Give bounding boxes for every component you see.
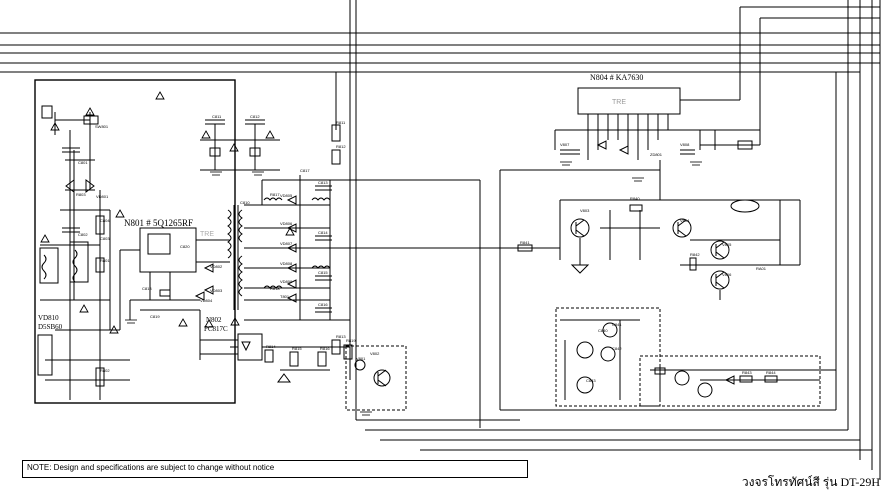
component-ref-label: R801 (100, 258, 110, 263)
component-ref-label: V806 (722, 272, 732, 277)
component-ref-label: R816 (320, 346, 330, 351)
component-ref-label: VD801 (96, 194, 109, 199)
component-ref-label: C816 (318, 302, 328, 307)
component-ref-label: R841 (520, 240, 530, 245)
component-ref-label: VD808 (280, 261, 293, 266)
component-ref-label: VD802 (210, 264, 223, 269)
bridge-part-label: D5SB60 (38, 323, 63, 331)
component-ref-label: SW801 (95, 124, 109, 129)
component-ref-label: R840 (630, 196, 640, 201)
component-ref-label: R812 (336, 144, 346, 149)
component-ref-label: C842 (612, 346, 622, 351)
component-ref-label: R814 (266, 344, 276, 349)
component-ref-label: R802 (100, 368, 110, 373)
component-ref-label: C812 (250, 114, 260, 119)
component-ref-label: VD806 (280, 221, 293, 226)
optocoupler-part-label: PC817C (204, 325, 228, 333)
component-ref-label: R819 (346, 338, 356, 343)
component-ref-label: C843 (586, 378, 596, 383)
component-ref-label: C813 (318, 180, 328, 185)
component-ref-label: R813 (336, 334, 346, 339)
component-ref-label: VD809 (280, 279, 293, 284)
component-ref-label: RA01 (756, 266, 767, 271)
component-ref-label: V802 (370, 351, 380, 356)
component-ref-label: V801 (356, 356, 366, 361)
component-ref-label: VD803 (210, 288, 223, 293)
ic-watermark: TRE (612, 99, 626, 106)
component-ref-label: R844 (766, 370, 776, 375)
component-ref-label: C819 (150, 314, 160, 319)
component-ref-label: C810 (240, 200, 250, 205)
component-ref-label: C818 (142, 286, 152, 291)
component-ref-label: V805 (722, 242, 732, 247)
component-ref-label: VD805 (280, 193, 293, 198)
component-ref-label: V803 (580, 208, 590, 213)
component-ref-label: R843 (742, 370, 752, 375)
component-ref-label: C801 (78, 160, 88, 165)
component-ref-label: C811 (212, 114, 222, 119)
component-ref-label: R817 (270, 192, 280, 197)
component-ref-label: R811 (336, 120, 346, 125)
power-ic-watermark: TRE (200, 231, 214, 238)
component-ref-label: V808 (680, 142, 690, 147)
component-ref-label: C841 (612, 322, 622, 327)
component-ref-label: V807 (560, 142, 570, 147)
component-ref-label: ZD801 (650, 152, 663, 157)
component-ref-label: C814 (318, 230, 328, 235)
component-ref-label: R803 (76, 192, 86, 197)
component-ref-label: C804 (100, 218, 110, 223)
component-ref-label: R818 (270, 286, 280, 291)
sync-ic-label: N804 # KA7630 (590, 73, 643, 82)
component-ref-label: C803 (100, 236, 110, 241)
component-ref-label: C815 (318, 270, 328, 275)
bridge-ref-label: VD810 (38, 314, 59, 322)
component-ref-label: C817 (300, 168, 310, 173)
component-ref-label: R815 (292, 346, 302, 351)
component-ref-label: T801 (280, 294, 290, 299)
component-ref-label: C802 (78, 232, 88, 237)
component-ref-label: VD807 (280, 241, 293, 246)
component-ref-label: C840 (598, 328, 608, 333)
note-text: NOTE: Design and specifications are subj… (27, 463, 275, 472)
footer-title: วงจรโทรทัศน์สี รุ่น DT-29H (741, 475, 880, 489)
component-ref-label: C820 (180, 244, 190, 249)
component-ref-label: V804 (680, 218, 690, 223)
power-ic-label: N801 # 5Q1265RF (124, 218, 193, 228)
component-ref-label: VD804 (200, 298, 213, 303)
component-ref-label: R842 (690, 252, 700, 257)
optocoupler-ref-label: N802 (206, 316, 222, 324)
note-box: NOTE: Design and specifications are subj… (22, 460, 528, 478)
